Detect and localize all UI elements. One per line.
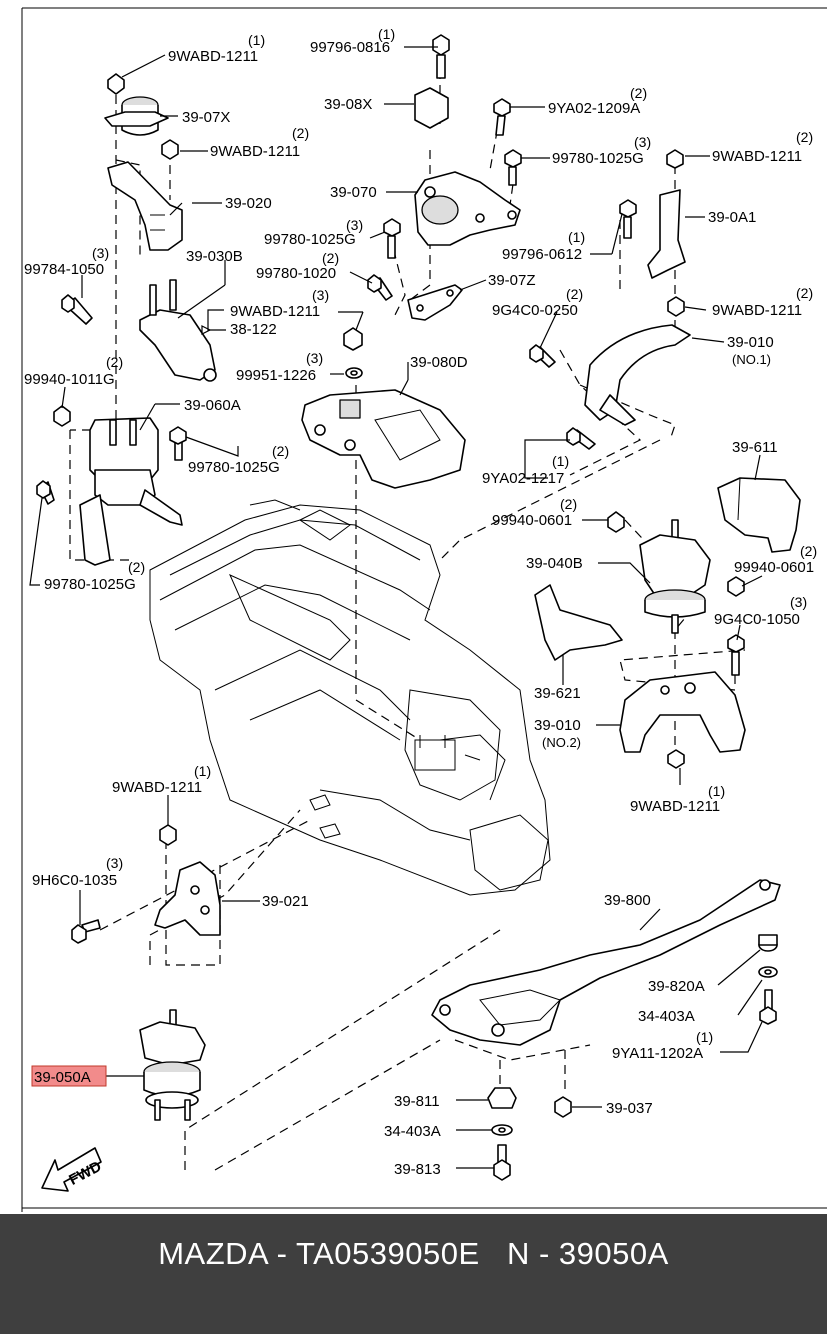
- part-note: (NO.2): [542, 735, 581, 750]
- part-code: 99780-1020: [256, 265, 336, 282]
- part-code: 39-07X: [182, 109, 230, 126]
- part-code: 9WABD-1211: [712, 302, 802, 319]
- part-code: 39-0A1: [708, 209, 756, 226]
- part-qty: (2): [560, 496, 577, 512]
- part-code: 9WABD-1211: [712, 148, 802, 165]
- part-code: 9YA02-1209A: [548, 100, 640, 117]
- forward-arrow-icon: [41, 1147, 102, 1192]
- part-code: 9WABD-1211: [630, 798, 720, 815]
- part-qty: (2): [566, 286, 583, 302]
- part-code: 9WABD-1211: [230, 303, 320, 320]
- part-code: 39-08X: [324, 96, 372, 113]
- part-code: 39-07Z: [488, 272, 536, 289]
- part-qty: (1): [552, 453, 569, 469]
- part-code: 39-621: [534, 685, 581, 702]
- part-qty: (3): [634, 134, 651, 150]
- part-qty: (2): [322, 250, 339, 266]
- part-qty: (3): [92, 245, 109, 261]
- part-code: 9YA02-1217: [482, 470, 564, 487]
- footer-bar: MAZDA - TA0539050E N - 39050A: [0, 1214, 827, 1334]
- part-code: 99784-1050: [24, 261, 104, 278]
- part-qty: (2): [128, 559, 145, 575]
- part-code: 99780-1025G: [552, 150, 644, 167]
- part-code: 39-037: [606, 1100, 653, 1117]
- part-qty: (2): [630, 85, 647, 101]
- part-code: 39-060A: [184, 397, 241, 414]
- part-code: 34-403A: [384, 1123, 441, 1140]
- part-code: 39-080D: [410, 354, 468, 371]
- part-qty: (1): [248, 32, 265, 48]
- part-code: 39-021: [262, 893, 309, 910]
- part-code: 99940-0601: [492, 512, 572, 529]
- part-qty: (2): [800, 543, 817, 559]
- engine-mount-exploded-diagram: (1) 9WABD-1211 (1) 99796-0816 39-07X 39-…: [21, 7, 827, 1212]
- part-code: 38-122: [230, 321, 277, 338]
- part-qty: (3): [790, 594, 807, 610]
- part-code: 99940-1011G: [24, 371, 115, 388]
- highlight-box: [31, 1065, 107, 1087]
- part-qty: (1): [708, 783, 725, 799]
- part-code: 99780-1025G: [188, 459, 280, 476]
- part-qty: (2): [796, 129, 813, 145]
- part-code: 99940-0601: [734, 559, 814, 576]
- part-code: 99951-1226: [236, 367, 316, 384]
- part-code-highlighted: 39-050A: [34, 1069, 91, 1086]
- part-qty: (2): [106, 354, 123, 370]
- part-code: 9WABD-1211: [168, 48, 258, 65]
- part-code: 39-820A: [648, 978, 705, 995]
- part-code: 34-403A: [638, 1008, 695, 1025]
- part-code: 99780-1025G: [44, 576, 136, 593]
- part-qty: (2): [292, 125, 309, 141]
- part-code: 9WABD-1211: [112, 779, 202, 796]
- part-number-caption: MAZDA - TA0539050E N - 39050A: [158, 1236, 669, 1271]
- part-code: 9WABD-1211: [210, 143, 300, 160]
- part-qty: (3): [106, 855, 123, 871]
- part-qty: (3): [346, 217, 363, 233]
- part-qty: (1): [568, 229, 585, 245]
- part-qty: (3): [306, 350, 323, 366]
- part-code: 99796-0816: [310, 39, 390, 56]
- part-qty: (2): [796, 285, 813, 301]
- part-code: 39-040B: [526, 555, 583, 572]
- part-code: 39-010: [727, 334, 774, 351]
- part-qty: (1): [696, 1029, 713, 1045]
- part-labels: (1) 9WABD-1211 (1) 99796-0816 39-07X 39-…: [24, 26, 817, 1189]
- part-qty: (3): [312, 287, 329, 303]
- part-code: 99780-1025G: [264, 231, 356, 248]
- part-code: 39-020: [225, 195, 272, 212]
- part-qty: (2): [272, 443, 289, 459]
- part-shapes: [36, 34, 801, 1192]
- part-code: 99796-0612: [502, 246, 582, 263]
- part-code: 9YA11-1202A: [612, 1045, 703, 1062]
- part-code: 39-813: [394, 1161, 441, 1178]
- part-code: 39-811: [394, 1093, 440, 1110]
- part-code: 39-030B: [186, 248, 243, 265]
- part-code: 39-010: [534, 717, 581, 734]
- part-code: 9H6C0-1035: [32, 872, 117, 889]
- part-code: 39-070: [330, 184, 377, 201]
- part-note: (NO.1): [732, 352, 771, 367]
- part-code: 39-611: [732, 439, 778, 456]
- part-code: 9G4C0-1050: [714, 611, 800, 628]
- part-qty: (1): [194, 763, 211, 779]
- part-qty: (1): [378, 26, 395, 42]
- leader-lines: [29, 46, 763, 1169]
- engine-block-outline: [149, 499, 551, 896]
- part-code: 39-800: [604, 892, 651, 909]
- part-code: 9G4C0-0250: [492, 302, 578, 319]
